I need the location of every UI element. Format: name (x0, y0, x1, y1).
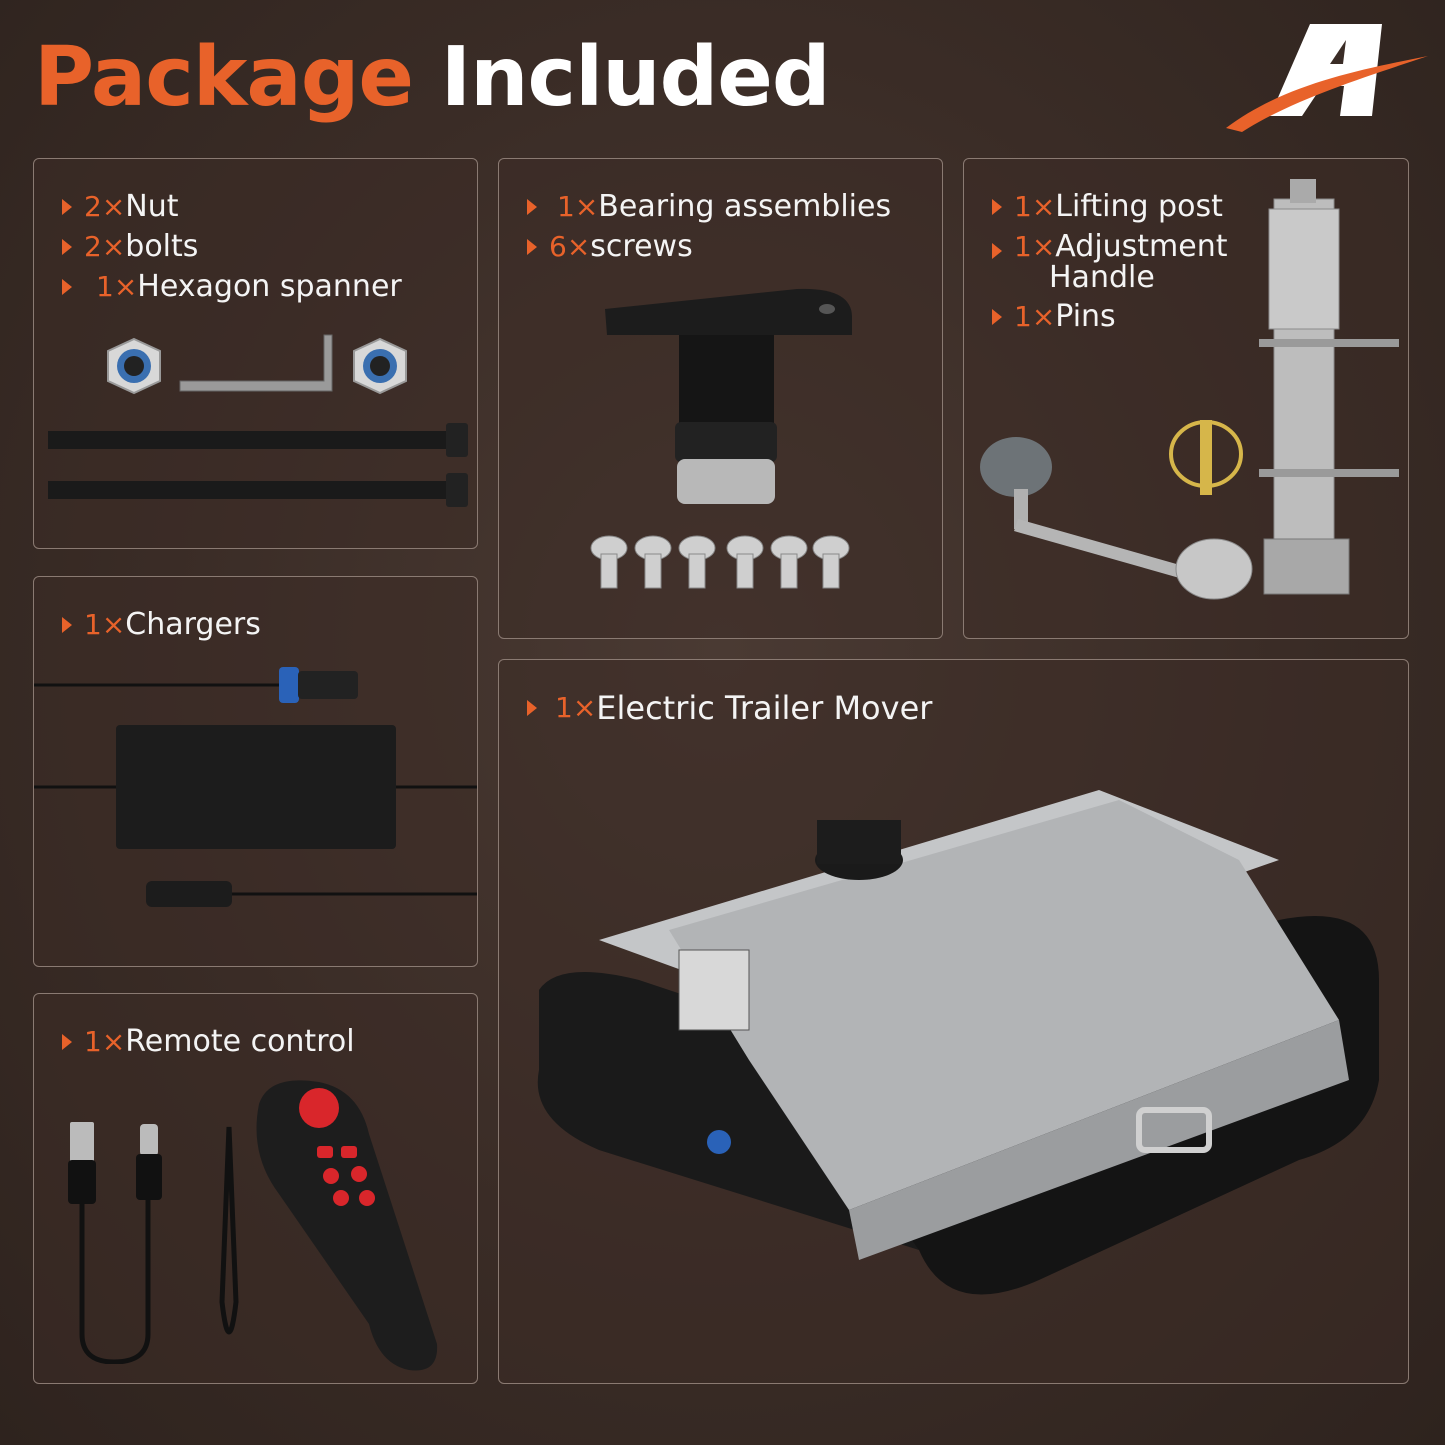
arrow-bullet-icon (62, 279, 72, 295)
usb-cable-illustration (68, 1122, 162, 1364)
title-part-2: Included (440, 30, 831, 125)
list-item: 1×Chargers (60, 605, 261, 645)
list-item: 1×Adjustment (990, 231, 1228, 263)
arrow-bullet-icon (992, 243, 1002, 259)
list-item: 1×Bearing assemblies (525, 187, 891, 227)
arrow-bullet-icon (527, 700, 537, 716)
arrow-bullet-icon (62, 199, 72, 215)
trailer-mover-illustration (537, 790, 1379, 1295)
panel-mover: 1×Electric Trailer Mover (498, 659, 1409, 1384)
list-item: 1×Pins (990, 297, 1228, 337)
list-item-continuation: Handle (1049, 260, 1155, 295)
arrow-bullet-icon (62, 617, 72, 633)
panel-chargers: 1×Chargers (33, 576, 478, 967)
arrow-bullet-icon (62, 1034, 72, 1050)
chargers-list: 1×Chargers (60, 605, 261, 645)
list-item: 1×Electric Trailer Mover (525, 688, 932, 728)
lifting-list: 1×Lifting post 1×Adjustment Handle 1×Pin… (990, 187, 1228, 337)
bearing-assembly-illustration (605, 288, 852, 504)
brand-logo-icon (1226, 24, 1428, 132)
panel-hardware: 2×Nut 2×bolts 1×Hexagon spanner (33, 158, 478, 549)
arrow-bullet-icon (527, 199, 537, 215)
title-part-1: Package (34, 30, 414, 125)
list-item: 2×Nut (60, 187, 402, 227)
list-item: 1×Hexagon spanner (60, 267, 402, 307)
mover-list: 1×Electric Trailer Mover (525, 688, 932, 728)
bolts-illustration (48, 423, 468, 507)
lifting-post-illustration (1259, 179, 1399, 595)
arrow-bullet-icon (527, 239, 537, 255)
list-item: 2×bolts (60, 227, 402, 267)
remote-list: 1×Remote control (60, 1022, 355, 1062)
nuts-and-spanner-illustration (107, 334, 407, 395)
arrow-bullet-icon (62, 239, 72, 255)
panel-remote: 1×Remote control (33, 993, 478, 1384)
panel-lifting: 1×Lifting post 1×Adjustment Handle 1×Pin… (963, 158, 1409, 639)
list-item: 6×screws (525, 227, 891, 267)
arrow-bullet-icon (992, 199, 1002, 215)
pin-illustration (1169, 420, 1243, 495)
list-item: 1×Remote control (60, 1022, 355, 1062)
wrist-strap-illustration (219, 1126, 239, 1335)
adjustment-handle-illustration (980, 437, 1253, 600)
page-title: Package Included (34, 28, 831, 128)
list-item: 1×Lifting post (990, 187, 1228, 227)
remote-control-illustration (256, 1080, 438, 1371)
arrow-bullet-icon (992, 309, 1002, 325)
hardware-list: 2×Nut 2×bolts 1×Hexagon spanner (60, 187, 402, 307)
bearing-list: 1×Bearing assemblies 6×screws (525, 187, 891, 267)
screws-illustration (590, 535, 850, 589)
panel-bearing: 1×Bearing assemblies 6×screws (498, 158, 943, 639)
charger-illustration (34, 667, 477, 907)
